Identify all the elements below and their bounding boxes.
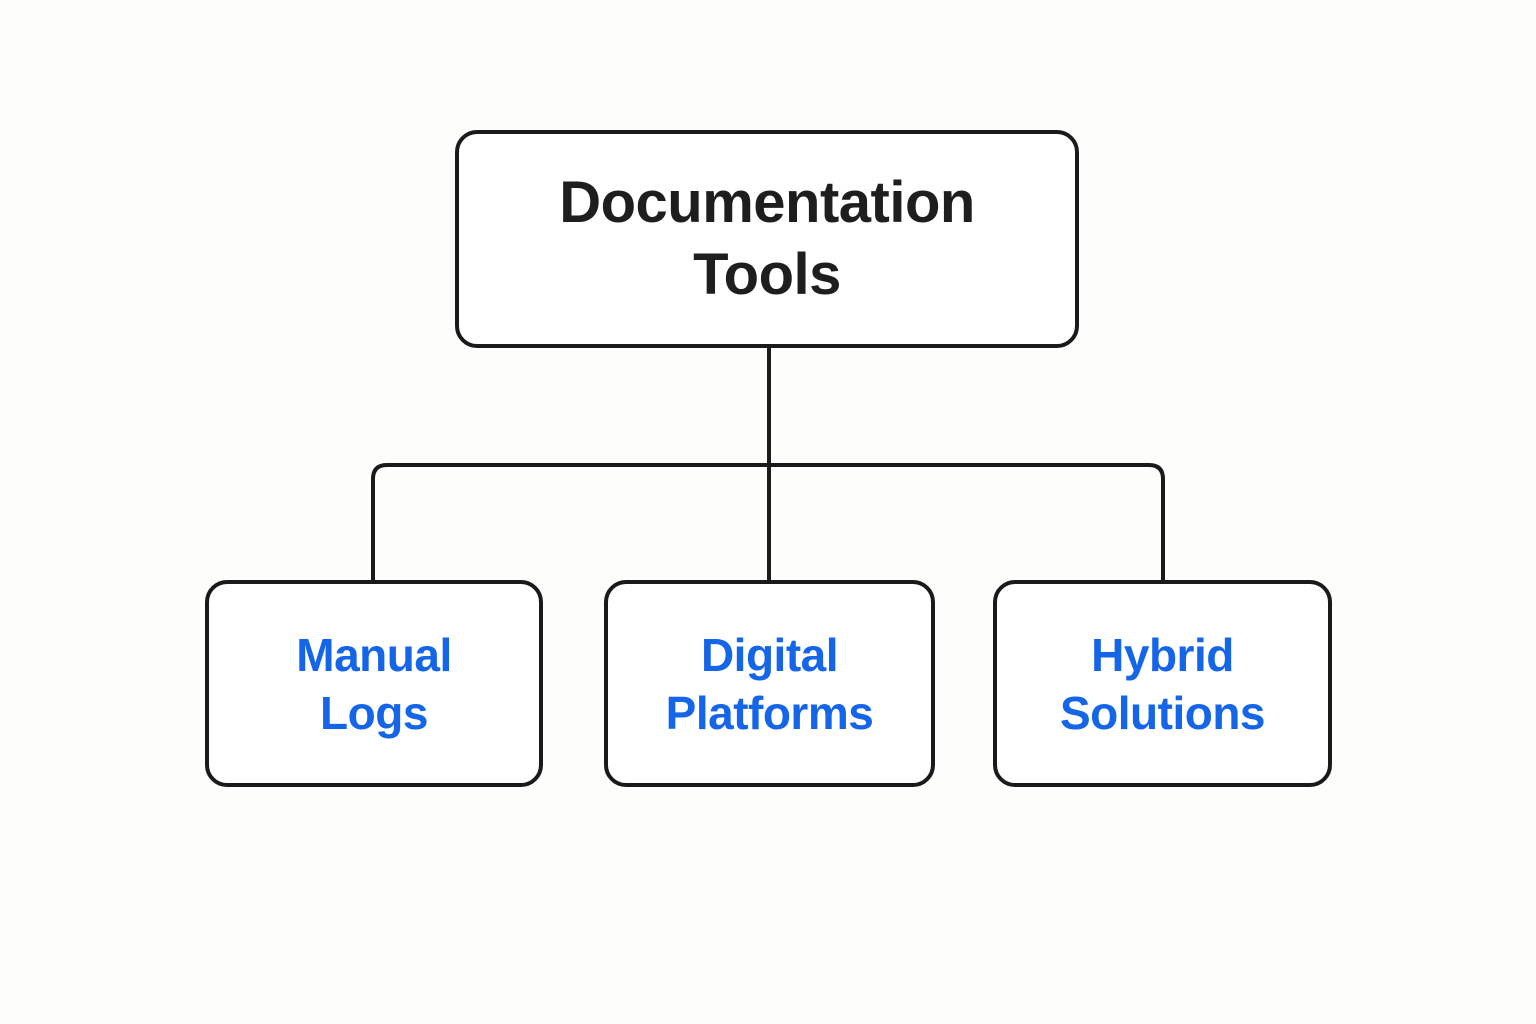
node-root-label: Documentation Tools [559,170,975,307]
node-digital-platforms[interactable]: Digital Platforms [604,580,935,787]
connector-bus-right [769,463,1165,580]
node-documentation-tools[interactable]: Documentation Tools [455,130,1079,348]
connector-bus-left [371,463,769,580]
node-child-2-label: Hybrid Solutions [1059,628,1266,739]
node-child-1-label: Digital Platforms [665,628,874,739]
node-manual-logs[interactable]: Manual Logs [205,580,543,787]
node-child-0-label: Manual Logs [296,628,452,739]
node-hybrid-solutions[interactable]: Hybrid Solutions [993,580,1332,787]
